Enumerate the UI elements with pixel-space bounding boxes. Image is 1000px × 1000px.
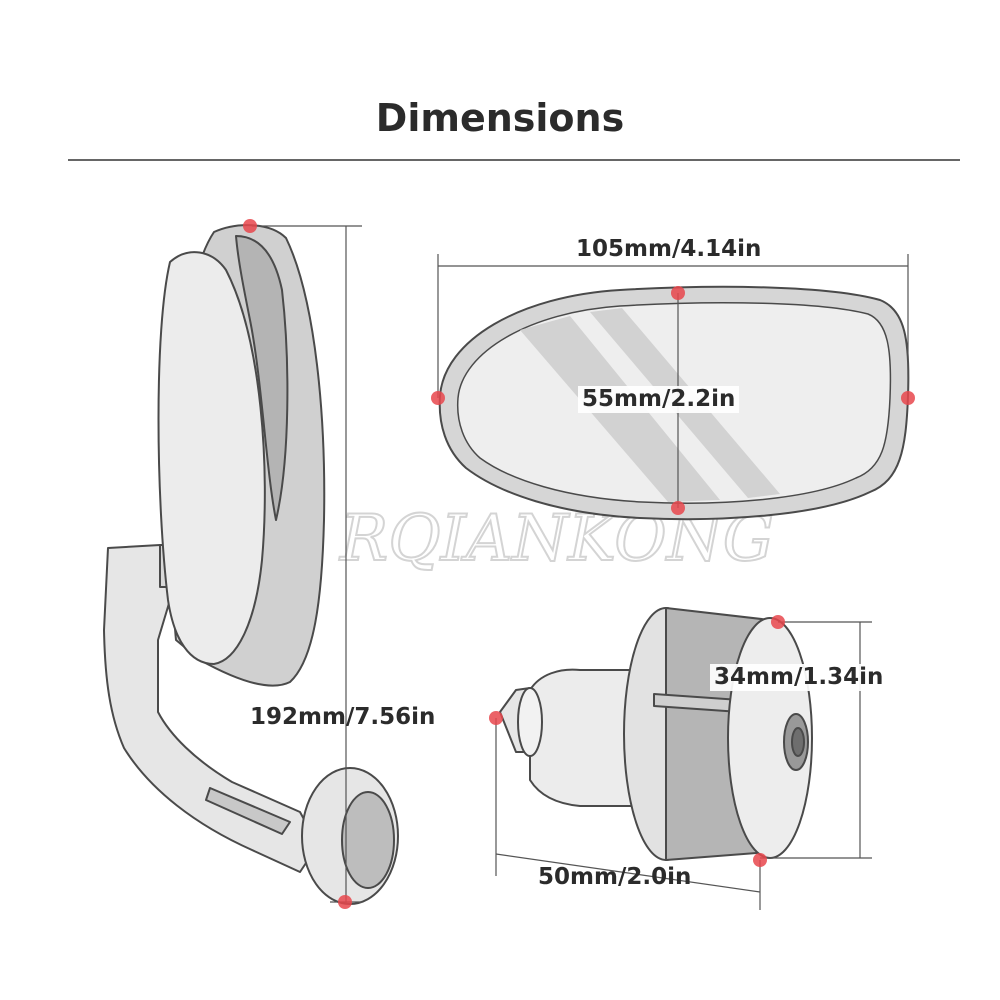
marker-clamp-bottom: [338, 895, 352, 909]
measurement-markers: [243, 219, 915, 909]
plug-front-bolt: [791, 727, 805, 757]
length-dim-line: [495, 853, 761, 893]
bar-clamp-inner: [341, 791, 395, 889]
mirror-shell-groove: [235, 235, 289, 521]
mirror-arm: [103, 544, 319, 873]
end-length-label: 50mm/2.0in: [538, 864, 692, 890]
marker-glass-top: [671, 286, 685, 300]
bar-end-plug: [499, 607, 813, 861]
page-title: Dimensions: [375, 96, 625, 140]
end-diameter-label: 34mm/1.34in: [710, 664, 888, 691]
marker-disc-bottom: [753, 853, 767, 867]
mirror-front-face: [157, 251, 266, 665]
arm-slot: [205, 787, 291, 835]
total-height-label: 192mm/7.56in: [250, 704, 436, 730]
marker-glass-bottom: [671, 501, 685, 515]
marker-plug-tip: [489, 711, 503, 725]
mirror-height-label: 55mm/2.2in: [578, 386, 740, 413]
mirror-side-view: [103, 224, 399, 905]
marker-mirror-top: [243, 219, 257, 233]
marker-glass-right: [901, 391, 915, 405]
marker-disc-top: [771, 615, 785, 629]
plug-shaft-end: [517, 687, 543, 757]
mirror-width-label: 105mm/4.14in: [576, 236, 762, 262]
marker-glass-left: [431, 391, 445, 405]
